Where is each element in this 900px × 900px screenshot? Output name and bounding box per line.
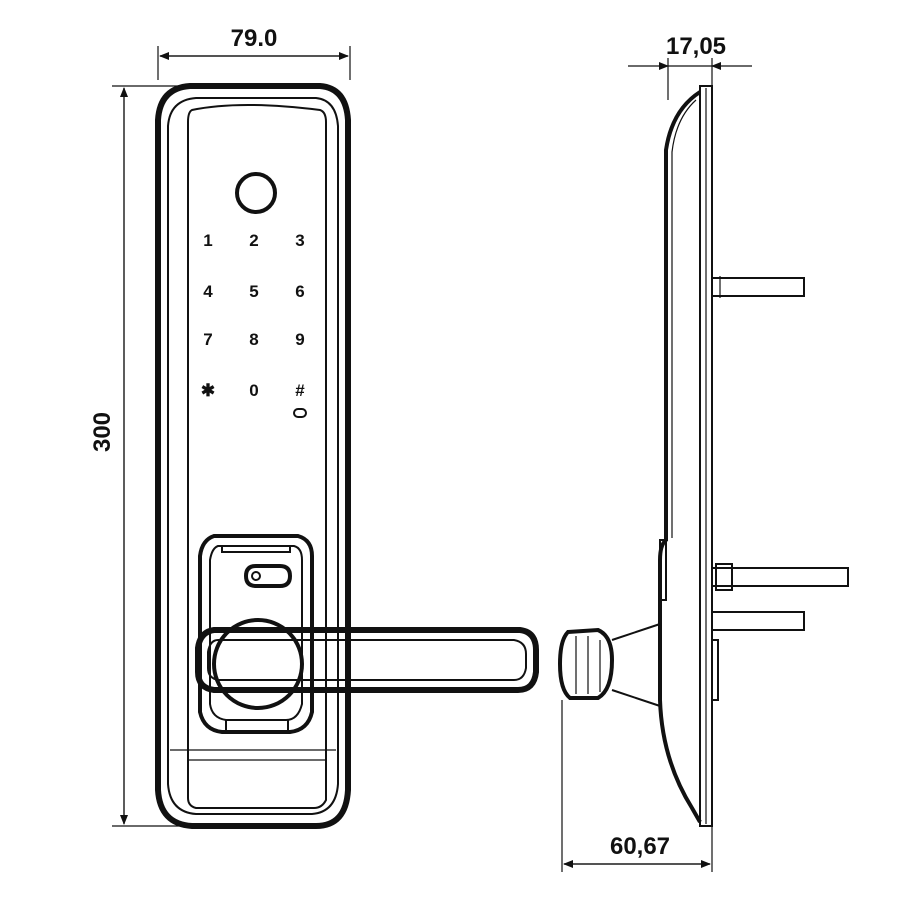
side-handle-end[interactable] <box>557 627 615 700</box>
lock-body-inner-outline <box>167 97 339 815</box>
key-2[interactable]: 2 <box>249 231 258 250</box>
side-body-profile <box>658 90 702 823</box>
key-7[interactable]: 7 <box>203 330 212 349</box>
key-9[interactable]: 9 <box>295 330 304 349</box>
key-5[interactable]: 5 <box>249 282 258 301</box>
key-8[interactable]: 8 <box>249 330 258 349</box>
key-3[interactable]: 3 <box>295 231 304 250</box>
key-hash[interactable]: # <box>295 381 305 400</box>
key-slot-dot <box>251 571 261 581</box>
top-spindle <box>711 277 805 297</box>
lock-status-icon <box>293 408 307 418</box>
height-value: 300 <box>89 412 116 452</box>
key-0[interactable]: 0 <box>249 381 258 400</box>
lever-handle-inner <box>207 639 527 681</box>
handle-base-housing <box>198 534 314 734</box>
side-body-inner <box>671 99 697 538</box>
handle-depth-value: 60,67 <box>610 833 670 860</box>
lever-handle[interactable] <box>195 627 539 693</box>
key-1[interactable]: 1 <box>203 231 212 250</box>
middle-spindle-collar <box>715 563 733 591</box>
side-handle-neck <box>611 623 661 707</box>
key-4[interactable]: 4 <box>203 282 213 301</box>
handle-base-inner <box>209 545 303 721</box>
side-handle-grip-lines <box>575 636 601 694</box>
side-button-top <box>659 539 667 601</box>
fingerprint-sensor-icon <box>235 172 277 214</box>
handle-neck <box>212 618 304 710</box>
dimension-handle-depth: 60,67 <box>561 700 713 872</box>
side-view <box>557 85 849 827</box>
plate-depth-value: 17,05 <box>666 33 726 60</box>
key-slot-cover-icon <box>243 564 293 588</box>
housing-top-detail <box>221 546 291 553</box>
key-6[interactable]: 6 <box>295 282 304 301</box>
front-panel <box>187 104 327 809</box>
dimension-height: 300 <box>89 85 186 827</box>
lower-spindle <box>711 611 805 631</box>
key-star[interactable]: ✱ <box>201 381 215 400</box>
front-view: 1 2 3 4 5 6 7 8 9 ✱ 0 # <box>155 83 539 829</box>
lock-body-outline <box>155 83 351 829</box>
dimension-plate-depth: 17,05 <box>628 33 752 100</box>
middle-spindle <box>711 567 849 587</box>
side-button-bottom <box>711 639 719 701</box>
width-value: 79.0 <box>231 25 278 52</box>
dimension-width: 79.0 <box>157 25 351 80</box>
housing-bottom-detail <box>225 720 289 732</box>
